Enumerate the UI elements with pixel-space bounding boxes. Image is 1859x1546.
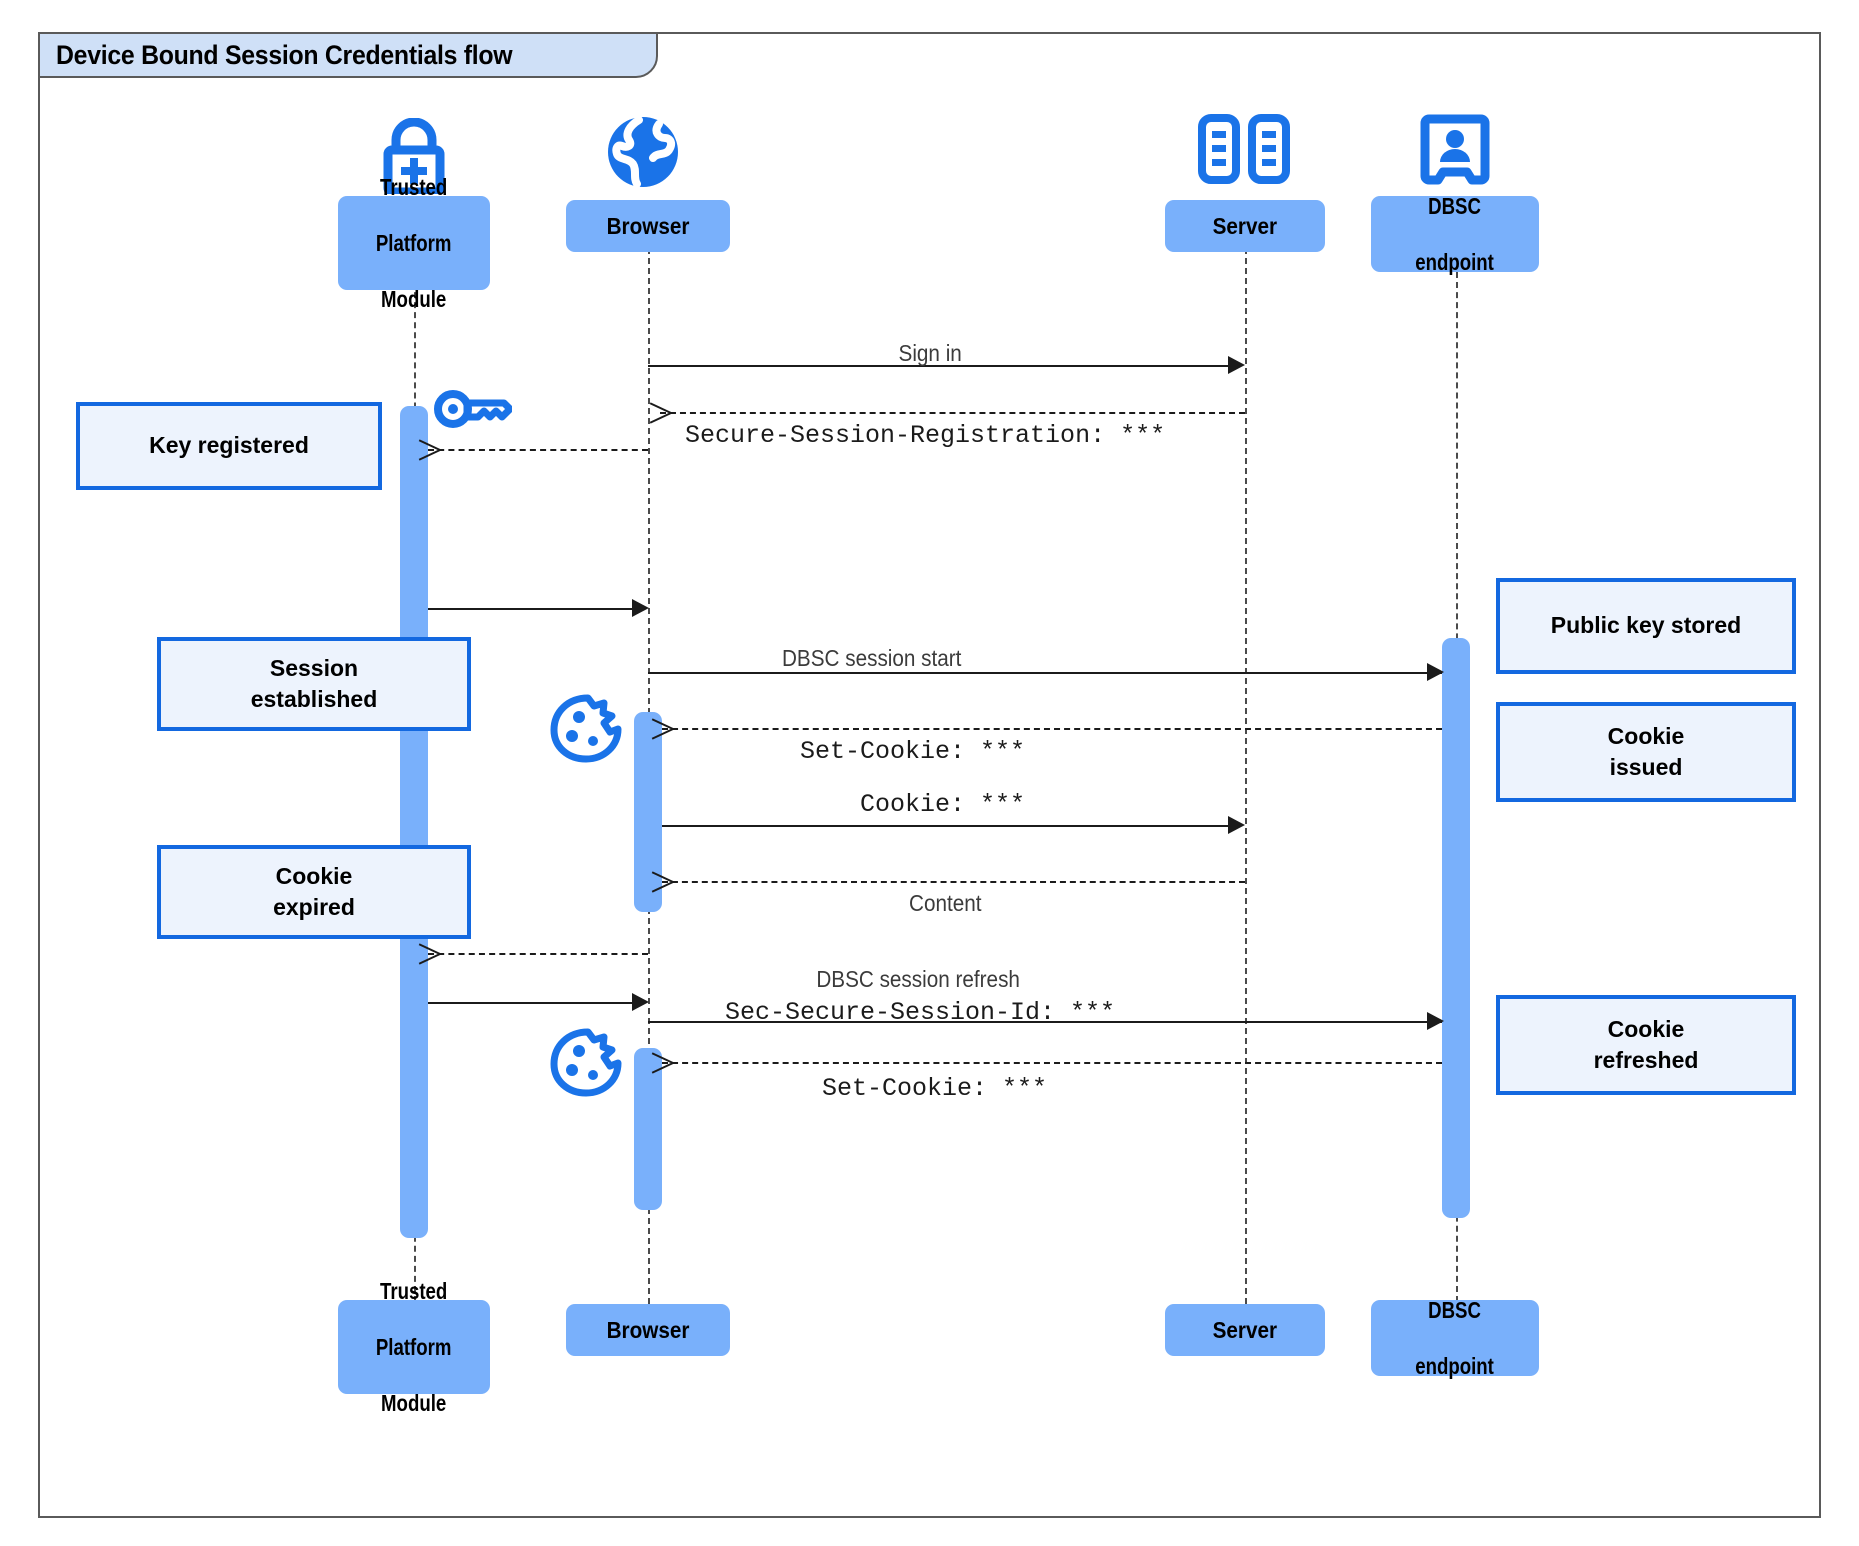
participant-server-bottom-label: Server <box>1212 1316 1278 1343</box>
note-cookie-expired: Cookie expired <box>157 845 471 939</box>
dbsc-label-line2: endpoint <box>1415 249 1495 276</box>
note-public-key-stored-text: Public key stored <box>1550 612 1742 639</box>
participant-browser-bottom[interactable]: Browser <box>566 1304 730 1356</box>
note-session-established-text: Session established <box>251 653 378 715</box>
arrowhead-tpm-signature-to-browser <box>632 993 649 1011</box>
note-session-established-line2: established <box>250 686 378 712</box>
arrowhead-refresh-request-to-tpm <box>417 942 441 966</box>
message-line-secure-session-registration <box>660 412 1245 414</box>
participant-server-top[interactable]: Server <box>1165 200 1325 252</box>
tpm-bottom-line1: Trusted <box>380 1277 448 1304</box>
message-label-set-cookie-1: Set-Cookie: *** <box>800 737 1026 766</box>
id-badge-icon <box>1420 114 1490 192</box>
tpm-label-line3: Module <box>381 286 447 313</box>
activation-browser-2 <box>634 1048 662 1210</box>
message-line-tpm-signature-to-browser <box>428 1002 644 1004</box>
participant-server-top-label: Server <box>1212 212 1278 239</box>
arrowhead-tpm-key-to-browser <box>632 599 649 617</box>
message-label-cookie-request: Cookie: *** <box>860 790 1026 819</box>
message-line-set-cookie-2 <box>662 1062 1442 1064</box>
tpm-bottom-line2: Platform <box>376 1333 452 1360</box>
message-line-set-cookie-1 <box>662 728 1442 730</box>
diagram-frame-label: Device Bound Session Credentials flow <box>38 32 658 78</box>
note-cookie-expired-text: Cookie expired <box>273 861 355 923</box>
message-label-set-cookie-2: Set-Cookie: *** <box>822 1074 1048 1103</box>
message-label-dbsc-session-start: DBSC session start <box>781 645 962 671</box>
note-cookie-expired-line1: Cookie <box>275 862 353 889</box>
note-key-registered: Key registered <box>76 402 382 490</box>
message-line-dbsc-session-refresh <box>648 1021 1442 1023</box>
message-line-cookie-request <box>662 825 1240 827</box>
note-cookie-refreshed-text: Cookie refreshed <box>1594 1014 1699 1076</box>
participant-dbsc-top-label: DBSC endpoint <box>1411 192 1498 276</box>
arrowhead-set-cookie-1 <box>650 717 674 741</box>
cookie-icon <box>548 692 628 764</box>
note-cookie-refreshed-line1: Cookie <box>1607 1015 1685 1042</box>
message-line-register-key-to-tpm <box>428 449 648 451</box>
activation-tpm <box>400 406 428 1238</box>
message-label-sign-in: Sign in <box>898 340 962 366</box>
message-label-secure-session-registration: Secure-Session-Registration: *** <box>685 421 1166 450</box>
dbsc-label-line1: DBSC <box>1428 192 1482 219</box>
tpm-label-line1: Trusted <box>380 173 448 200</box>
participant-dbsc-bottom-label: DBSC endpoint <box>1411 1296 1498 1380</box>
message-line-refresh-request-to-tpm <box>428 953 648 955</box>
activation-browser-1 <box>634 712 662 912</box>
cookie-icon <box>548 1026 628 1098</box>
tpm-bottom-line3: Module <box>381 1390 447 1417</box>
server-racks-icon <box>1196 114 1292 184</box>
lock-plus-icon <box>366 117 462 197</box>
message-label-sec-secure-session-id: Sec-Secure-Session-Id: *** <box>725 998 1116 1027</box>
note-cookie-issued-line1: Cookie <box>1607 722 1685 749</box>
participant-tpm-top-label: Trusted Platform Module <box>372 173 456 313</box>
message-line-content <box>662 881 1245 883</box>
activation-dbsc <box>1442 638 1470 1218</box>
message-label-dbsc-session-refresh: DBSC session refresh <box>816 966 1020 992</box>
tpm-label-line2: Platform <box>376 229 452 256</box>
note-cookie-refreshed: Cookie refreshed <box>1496 995 1796 1095</box>
globe-icon <box>603 112 683 192</box>
participant-tpm-bottom-label: Trusted Platform Module <box>372 1277 456 1417</box>
message-line-sign-in <box>648 365 1240 367</box>
arrowhead-secure-session-registration <box>648 401 672 425</box>
message-line-dbsc-session-start <box>648 672 1442 674</box>
note-cookie-issued-line2: issued <box>1609 754 1683 780</box>
participant-tpm-bottom[interactable]: Trusted Platform Module <box>338 1278 490 1416</box>
arrowhead-content <box>650 870 674 894</box>
arrowhead-register-key-to-tpm <box>417 438 441 462</box>
note-session-established: Session established <box>157 637 471 731</box>
arrowhead-set-cookie-2 <box>650 1051 674 1075</box>
lifeline-server <box>1245 248 1247 1304</box>
participant-server-bottom[interactable]: Server <box>1165 1304 1325 1356</box>
arrowhead-sign-in <box>1228 356 1245 374</box>
arrowhead-dbsc-session-refresh <box>1427 1012 1444 1030</box>
key-icon <box>432 385 514 433</box>
participant-browser-bottom-label: Browser <box>606 1316 690 1343</box>
note-cookie-issued: Cookie issued <box>1496 702 1796 802</box>
note-key-registered-text: Key registered <box>149 432 309 459</box>
note-session-established-line1: Session <box>269 654 359 681</box>
arrowhead-dbsc-session-start <box>1427 663 1444 681</box>
dbsc-bottom-line1: DBSC <box>1428 1296 1482 1323</box>
dbsc-bottom-line2: endpoint <box>1415 1353 1495 1380</box>
message-label-content: Content <box>909 890 982 916</box>
participant-browser-top[interactable]: Browser <box>566 200 730 252</box>
participant-dbsc-bottom[interactable]: DBSC endpoint <box>1371 1297 1539 1379</box>
note-cookie-refreshed-line2: refreshed <box>1593 1047 1699 1073</box>
arrowhead-cookie-request <box>1228 816 1245 834</box>
participant-tpm-top[interactable]: Trusted Platform Module <box>338 174 490 312</box>
note-cookie-issued-text: Cookie issued <box>1608 721 1685 783</box>
participant-browser-top-label: Browser <box>606 212 690 239</box>
participant-dbsc-top[interactable]: DBSC endpoint <box>1371 193 1539 275</box>
note-public-key-stored: Public key stored <box>1496 578 1796 674</box>
note-cookie-expired-line2: expired <box>273 894 355 920</box>
message-line-tpm-key-to-browser <box>428 608 644 610</box>
frame-title-text: Device Bound Session Credentials flow <box>56 39 513 70</box>
